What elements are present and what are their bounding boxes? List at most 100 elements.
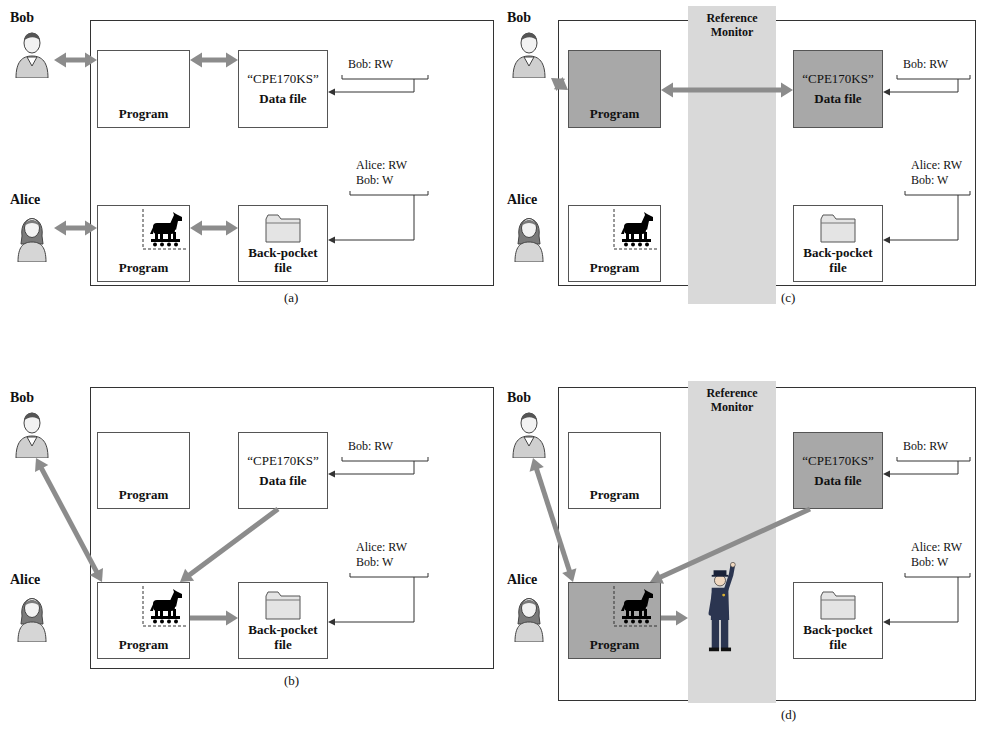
arrow-head	[190, 221, 202, 236]
acl-leader	[889, 573, 970, 622]
acl-entry: Bob: W	[356, 173, 393, 187]
arrow-shaft	[190, 616, 228, 621]
program-label: Program	[119, 487, 169, 503]
trojan-horse-icon	[150, 212, 182, 247]
flow-arrow	[54, 53, 97, 68]
band-title: Reference Monitor	[692, 12, 772, 40]
arrow-head	[180, 569, 194, 582]
flow-arrow	[551, 77, 568, 91]
panel-label: (c)	[781, 291, 795, 305]
person-icon	[18, 219, 46, 263]
file-label: Data file	[814, 473, 861, 489]
acl-entry: Bob: W	[911, 555, 948, 569]
hidden-code-frame	[143, 209, 187, 249]
person-name: Alice	[10, 192, 40, 208]
file-label: Back-pocket file	[243, 623, 323, 653]
back-pocket-file-box: Back-pocket file	[793, 205, 883, 282]
arrow-head	[226, 611, 238, 626]
trojan-horse-icon	[621, 212, 653, 247]
person-name: Bob	[10, 390, 34, 406]
back-pocket-file-box: Back-pocket file	[238, 582, 328, 659]
arrow-head	[85, 53, 97, 68]
acl-arrowhead	[883, 237, 890, 244]
data-file-box: “CPE170KS”Data file	[238, 50, 328, 128]
program-label: Program	[590, 260, 640, 276]
program-box: Program	[97, 50, 190, 128]
person-name: Alice	[507, 192, 537, 208]
arrow-shaft	[188, 509, 278, 576]
acl-leader	[889, 191, 970, 240]
hidden-code-frame	[143, 586, 187, 626]
acl-entry: Bob: RW	[903, 57, 948, 71]
person-icon	[513, 33, 545, 78]
flow-arrow	[661, 83, 793, 98]
flow-arrow	[190, 53, 238, 68]
acl-arrowhead	[328, 237, 335, 244]
program-label: Program	[119, 260, 169, 276]
file-label: Back-pocket file	[798, 246, 878, 276]
person-icon	[16, 413, 48, 458]
folder-icon	[266, 592, 300, 619]
program-label: Program	[590, 487, 640, 503]
panel-label: (b)	[284, 674, 299, 688]
acl-leader	[334, 457, 428, 474]
flow-arrow	[54, 221, 97, 236]
file-label: Back-pocket file	[243, 246, 323, 276]
program-label: Program	[119, 106, 169, 122]
file-content: “CPE170KS”	[802, 453, 874, 469]
program-label: Program	[590, 106, 640, 122]
acl-arrowhead	[883, 619, 890, 626]
arrow-head	[226, 53, 238, 68]
arrow-shaft	[64, 58, 87, 63]
flow-arrow	[661, 611, 688, 626]
flow-arrow	[35, 458, 103, 582]
flow-arrow	[180, 509, 278, 582]
acl-entry: Bob: RW	[903, 439, 948, 453]
acl-arrowhead	[328, 471, 335, 478]
person-icon	[513, 413, 545, 458]
file-content: “CPE170KS”	[247, 453, 319, 469]
panel-label: (a)	[284, 291, 298, 305]
guard-figure	[709, 562, 735, 651]
program-box: Program	[97, 432, 190, 509]
acl-entry: Bob: W	[356, 555, 393, 569]
flow-arrow	[190, 221, 238, 236]
back-pocket-file-box: Back-pocket file	[793, 582, 883, 659]
data-file-box: “CPE170KS”Data file	[793, 50, 883, 128]
person-icon	[515, 599, 543, 643]
person-icon	[515, 219, 543, 263]
program-label: Program	[119, 637, 169, 653]
acl-entry: Bob: RW	[348, 439, 393, 453]
arrow-head	[35, 458, 48, 472]
acl-entry: Alice: RW	[356, 540, 407, 554]
acl-entry: Alice: RW	[356, 158, 407, 172]
back-pocket-file-box: Back-pocket file	[238, 205, 328, 282]
data-file-box: “CPE170KS” Data file	[238, 432, 328, 509]
acl-brackets	[334, 75, 970, 622]
panel-label: (d)	[781, 708, 796, 722]
system-boundary	[91, 21, 494, 286]
arrow-head	[85, 221, 97, 236]
program-box: Program	[568, 50, 661, 128]
arrow-shaft	[659, 509, 810, 578]
arrow-head	[54, 53, 66, 68]
acl-leader	[889, 75, 970, 92]
file-label: Data file	[259, 91, 306, 107]
arrow-shaft	[200, 58, 228, 63]
program-label: Program	[590, 637, 640, 653]
data-file-box: “CPE170KS” Data file	[793, 432, 883, 509]
arrow-head	[226, 221, 238, 236]
file-label: Data file	[259, 473, 306, 489]
trojan-horse-icon	[621, 589, 653, 624]
folder-icon	[266, 215, 300, 242]
arrow-shaft	[661, 616, 678, 621]
file-content: “CPE170KS”	[802, 71, 874, 87]
person-name: Bob	[507, 390, 531, 406]
acl-arrowhead	[883, 471, 890, 478]
band-title: Reference Monitor	[692, 387, 772, 415]
acl-leader	[334, 573, 428, 622]
arrow-head	[90, 568, 103, 582]
flow-arrow	[190, 611, 238, 626]
person-icon	[16, 33, 48, 78]
